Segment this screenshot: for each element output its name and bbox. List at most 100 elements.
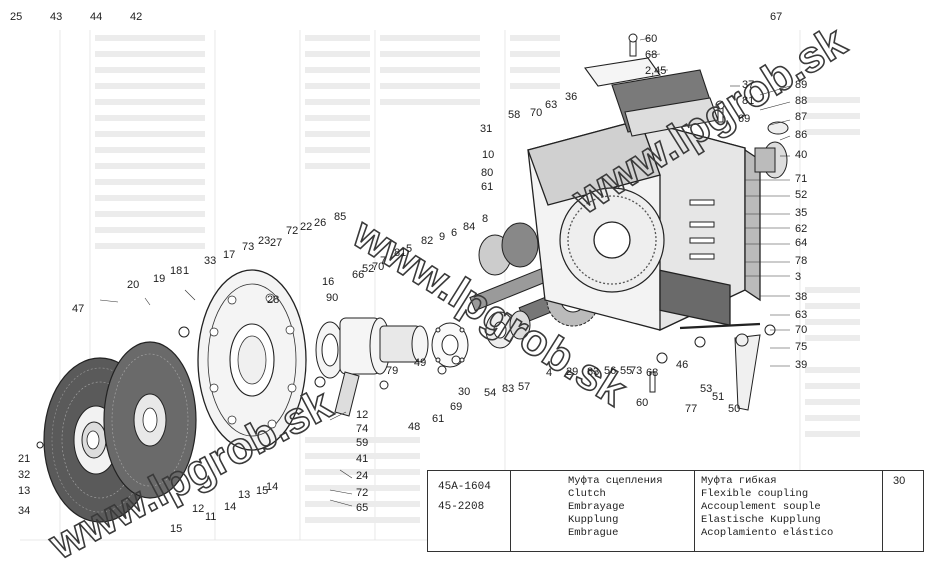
housing-cover bbox=[584, 57, 719, 137]
leader-lines bbox=[99, 37, 791, 507]
pressure-plate bbox=[197, 269, 307, 451]
callout-1: 1 bbox=[183, 265, 189, 277]
callout-9: 9 bbox=[439, 231, 445, 243]
callout-81: 81 bbox=[394, 247, 406, 259]
callout-5: 5 bbox=[406, 243, 412, 255]
callout-47: 47 bbox=[72, 303, 84, 315]
callout-22: 22 bbox=[300, 221, 312, 233]
callout-35: 35 bbox=[795, 207, 807, 219]
callout-70: 70 bbox=[795, 324, 807, 336]
name-en-left: Clutch bbox=[568, 488, 606, 500]
callout-62: 62 bbox=[795, 223, 807, 235]
callout-69: 69 bbox=[738, 113, 750, 125]
name-de-right: Elastische Kupplung bbox=[701, 514, 821, 526]
callout-61: 61 bbox=[481, 181, 493, 193]
callout-75: 75 bbox=[795, 341, 807, 353]
title-block-page: 30 bbox=[882, 471, 923, 551]
callout-3: 3 bbox=[795, 271, 801, 283]
callout-24: 24 bbox=[356, 470, 368, 482]
background-ghost-rows bbox=[95, 35, 860, 523]
callout-55: 55 bbox=[620, 365, 632, 377]
name-de-left: Kupplung bbox=[568, 514, 619, 526]
callout-12: 12 bbox=[356, 409, 368, 421]
callout-58: 58 bbox=[508, 109, 520, 121]
callout-18: 18 bbox=[170, 265, 182, 277]
callout-44: 44 bbox=[90, 11, 102, 23]
callout-29: 29 bbox=[566, 366, 578, 378]
callout-21: 21 bbox=[18, 453, 30, 465]
callout-38: 38 bbox=[795, 291, 807, 303]
callout-81: 81 bbox=[742, 95, 754, 107]
name-fr-right: Accouplement souple bbox=[701, 501, 821, 513]
callout-68: 68 bbox=[646, 367, 658, 379]
callout-82: 82 bbox=[421, 235, 433, 247]
callout-27: 27 bbox=[270, 237, 282, 249]
callout-72: 72 bbox=[286, 225, 298, 237]
callout-79: 79 bbox=[386, 365, 398, 377]
callout-63: 63 bbox=[795, 309, 807, 321]
name-es-left: Embrague bbox=[568, 527, 619, 539]
code-top: 45A-1604 bbox=[438, 481, 491, 493]
callout-13: 13 bbox=[238, 489, 250, 501]
callout-28: 28 bbox=[267, 294, 279, 306]
callout-19: 19 bbox=[153, 273, 165, 285]
callout-88: 88 bbox=[795, 95, 807, 107]
callout-23: 23 bbox=[258, 235, 270, 247]
callout-34: 34 bbox=[18, 505, 30, 517]
callout-59: 59 bbox=[356, 437, 368, 449]
callout-6: 6 bbox=[451, 227, 457, 239]
callout-40: 40 bbox=[795, 149, 807, 161]
callout-7: 7 bbox=[380, 255, 386, 267]
callout-50: 50 bbox=[728, 403, 740, 415]
code-bottom: 45-2208 bbox=[438, 501, 485, 513]
callout-60: 60 bbox=[645, 33, 657, 45]
callout-14: 14 bbox=[266, 481, 278, 493]
callout-73: 73 bbox=[242, 241, 254, 253]
release-lever bbox=[679, 322, 761, 411]
callout-56: 56 bbox=[604, 365, 616, 377]
callout-16: 16 bbox=[322, 276, 334, 288]
name-en-right: Flexible coupling bbox=[701, 488, 809, 500]
callout-25: 25 bbox=[10, 11, 22, 23]
callout-2,45: 2,45 bbox=[645, 65, 666, 77]
callout-63: 63 bbox=[545, 99, 557, 111]
title-block: 45A-1604 45-2208 Муфта сцепления Clutch … bbox=[427, 470, 924, 552]
callout-61: 61 bbox=[432, 413, 444, 425]
callout-83: 83 bbox=[587, 366, 599, 378]
callout-14: 14 bbox=[224, 501, 236, 513]
fasteners bbox=[36, 33, 776, 449]
callout-65: 65 bbox=[356, 502, 368, 514]
callout-46: 46 bbox=[676, 359, 688, 371]
callout-4: 4 bbox=[546, 367, 552, 379]
callout-43: 43 bbox=[50, 11, 62, 23]
callout-17: 17 bbox=[223, 249, 235, 261]
callout-15: 15 bbox=[256, 485, 268, 497]
callout-69: 69 bbox=[450, 401, 462, 413]
callout-12: 12 bbox=[192, 503, 204, 515]
callout-37: 37 bbox=[742, 79, 754, 91]
callout-70: 70 bbox=[530, 107, 542, 119]
callout-26: 26 bbox=[314, 217, 326, 229]
release-bearing-assembly bbox=[315, 317, 429, 417]
name-fr-left: Embrayage bbox=[568, 501, 625, 513]
callout-86: 86 bbox=[795, 129, 807, 141]
callout-10: 10 bbox=[482, 149, 494, 161]
name-es-right: Acoplamiento elástico bbox=[701, 527, 834, 539]
callout-53: 53 bbox=[700, 383, 712, 395]
callout-31: 31 bbox=[480, 123, 492, 135]
callout-33: 33 bbox=[204, 255, 216, 267]
callout-20: 20 bbox=[127, 279, 139, 291]
callout-85: 85 bbox=[334, 211, 346, 223]
callout-70: 70 bbox=[372, 261, 384, 273]
callout-84: 84 bbox=[463, 221, 475, 233]
callout-52: 52 bbox=[362, 263, 374, 275]
callout-68: 68 bbox=[645, 49, 657, 61]
callout-48: 48 bbox=[408, 421, 420, 433]
name-ru-left: Муфта сцепления bbox=[568, 475, 663, 487]
title-block-codes: 45A-1604 45-2208 bbox=[428, 471, 511, 551]
callout-83: 83 bbox=[502, 383, 514, 395]
callout-73: 73 bbox=[630, 365, 642, 377]
callout-64: 64 bbox=[795, 237, 807, 249]
